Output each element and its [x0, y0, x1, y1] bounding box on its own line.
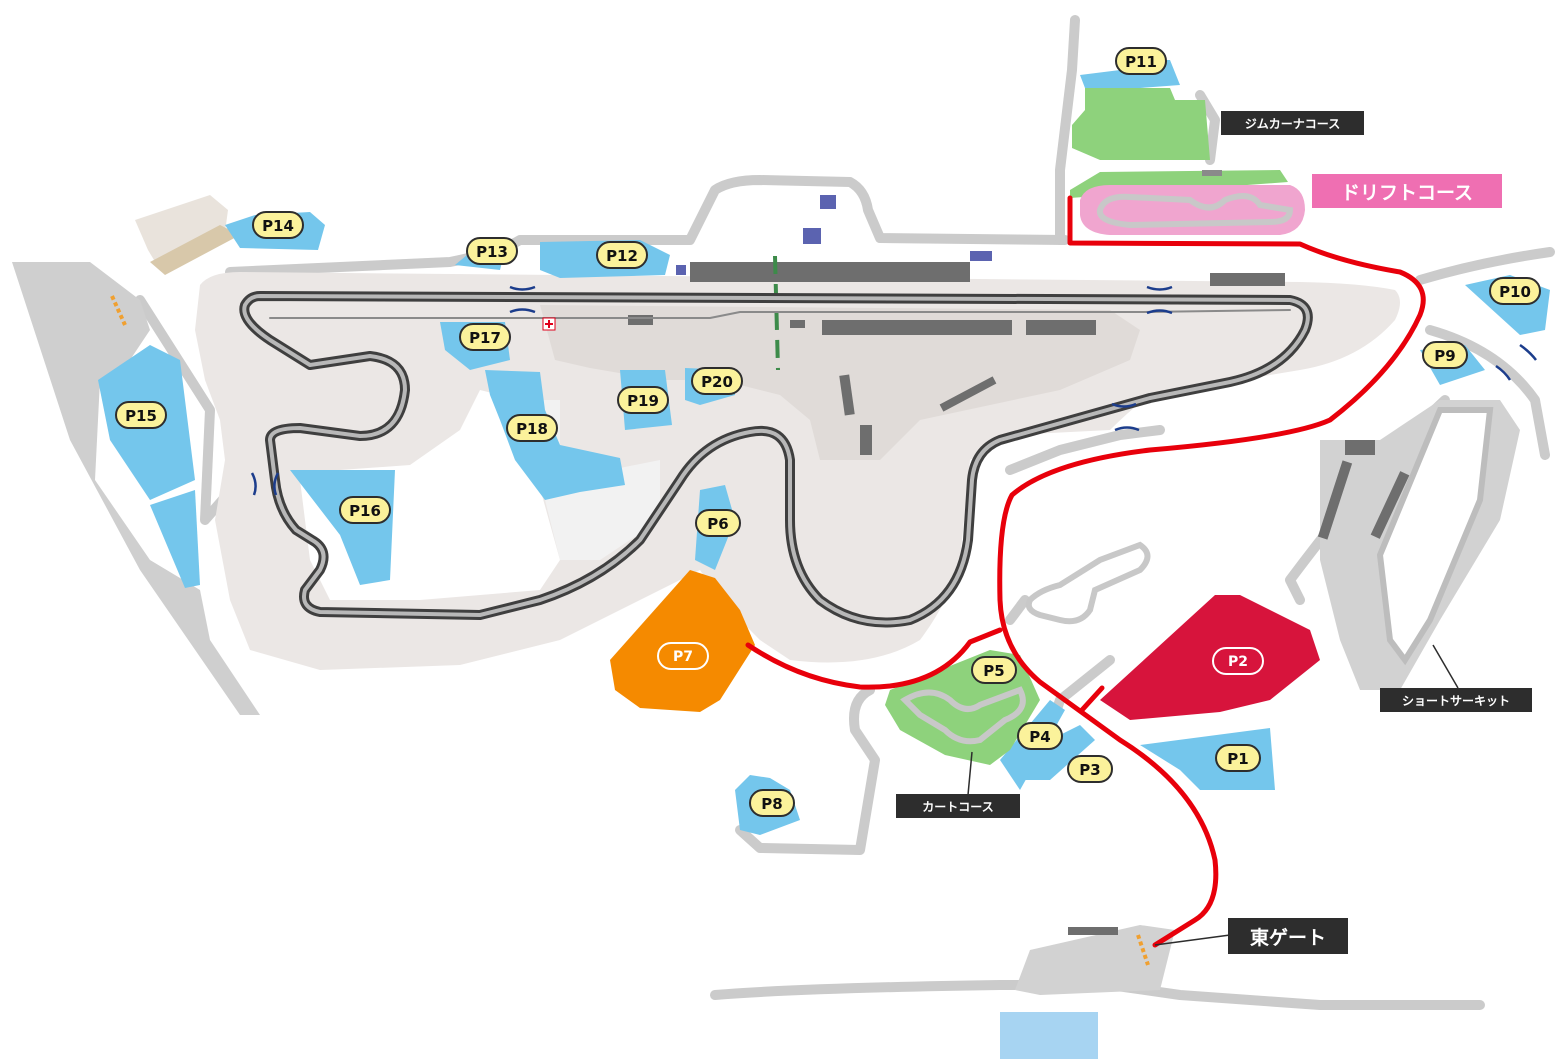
badge-p5: P5: [971, 656, 1017, 684]
badge-p12: P12: [596, 241, 648, 269]
drift-course-area: [1080, 185, 1305, 235]
gate-marker: [1136, 934, 1150, 966]
badge-p10: P10: [1489, 277, 1541, 305]
badge-p15: P15: [115, 401, 167, 429]
east-gate-label: 東ゲート: [1228, 918, 1348, 954]
svg-text:P19: P19: [627, 392, 659, 410]
short-circuit-label: ショートサーキット: [1380, 688, 1532, 712]
badge-p1: P1: [1215, 744, 1261, 772]
svg-text:P5: P5: [983, 662, 1004, 680]
svg-text:P10: P10: [1499, 283, 1531, 301]
badge-p13: P13: [466, 237, 518, 265]
svg-text:P7: P7: [673, 649, 693, 665]
badge-p18: P18: [506, 414, 558, 442]
bridge-icon: [250, 285, 1537, 496]
svg-text:P4: P4: [1029, 728, 1050, 746]
badge-p19: P19: [617, 386, 669, 414]
svg-text:P13: P13: [476, 243, 508, 261]
svg-text:P6: P6: [707, 515, 728, 533]
svg-text:P16: P16: [349, 502, 381, 520]
badge-p16: P16: [339, 496, 391, 524]
badge-p20: P20: [691, 367, 743, 395]
badge-p11: P11: [1115, 47, 1167, 75]
svg-text:P1: P1: [1227, 750, 1248, 768]
p7-area: [610, 570, 755, 712]
race-track: [239, 291, 1313, 628]
svg-text:P20: P20: [701, 373, 733, 391]
parking-badges: P11 P14 P13 P12 P10 P9 P17 P20 P19 P15 P…: [115, 47, 1541, 817]
badge-p9: P9: [1422, 341, 1468, 369]
badge-p6: P6: [695, 509, 741, 537]
svg-text:P8: P8: [761, 795, 782, 813]
badge-p7: P7: [657, 642, 709, 670]
first-aid-icon: [542, 317, 556, 331]
short-circuit-area: [1376, 407, 1494, 666]
svg-text:P2: P2: [1228, 654, 1248, 670]
gymkhana-area: [1072, 88, 1210, 160]
special-areas: [610, 88, 1494, 1059]
badge-p2: P2: [1212, 647, 1264, 675]
badge-p17: P17: [459, 323, 511, 351]
access-route: [745, 195, 1426, 948]
drift-course-label: ドリフトコース: [1312, 174, 1502, 208]
badge-p14: P14: [252, 211, 304, 239]
svg-text:P17: P17: [469, 329, 501, 347]
badge-p8: P8: [749, 789, 795, 817]
svg-text:P12: P12: [606, 247, 638, 265]
badge-p4: P4: [1017, 722, 1063, 750]
p2-area: [1100, 595, 1320, 720]
svg-text:P9: P9: [1434, 347, 1455, 365]
leader-lines: [967, 644, 1459, 796]
svg-text:P3: P3: [1079, 761, 1100, 779]
kart-course-label: カートコース: [896, 794, 1020, 818]
svg-text:P11: P11: [1125, 53, 1157, 71]
badge-p3: P3: [1067, 755, 1113, 783]
gymkhana-course-label: ジムカーナコース: [1221, 111, 1364, 135]
svg-text:P14: P14: [262, 217, 294, 235]
svg-text:P18: P18: [516, 420, 548, 438]
svg-text:P15: P15: [125, 407, 157, 425]
buildings: [628, 170, 1410, 935]
